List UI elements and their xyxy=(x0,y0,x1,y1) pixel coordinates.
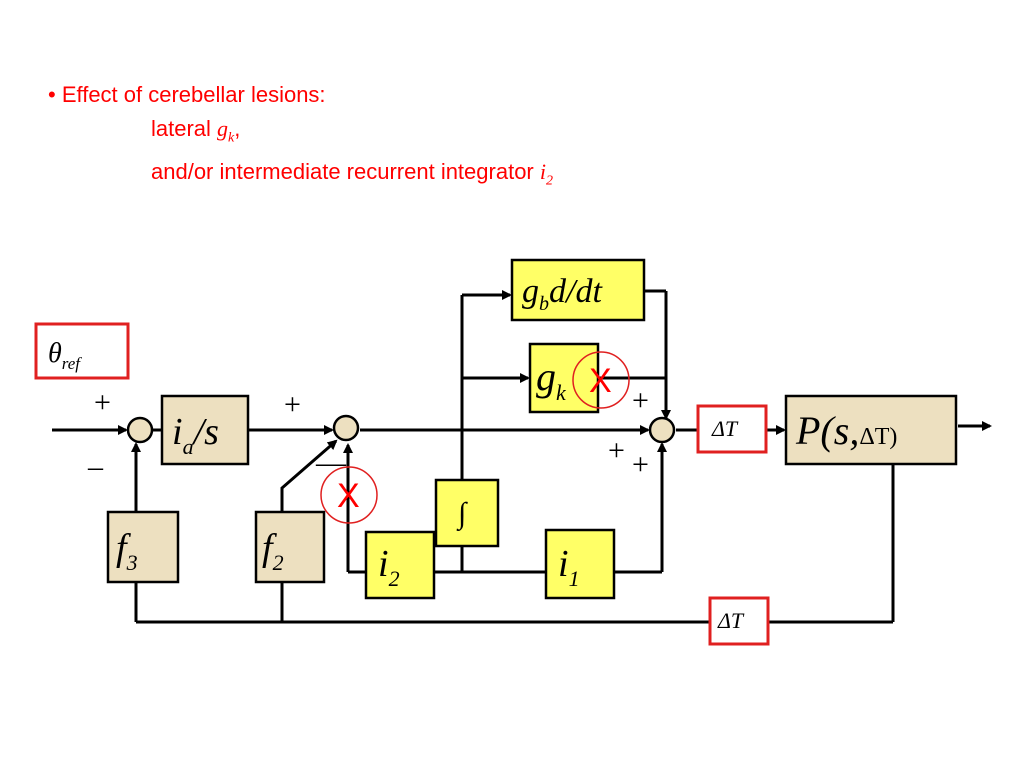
summing-junction-1 xyxy=(126,416,154,444)
sum3-plus-top: + xyxy=(632,384,649,417)
sum1-minus-sign: – xyxy=(87,450,104,483)
gb-ddt-block xyxy=(510,258,646,322)
sum2-plus-sign: + xyxy=(284,388,301,421)
signal-wires xyxy=(52,289,992,624)
delta-t-top-label: ΔT xyxy=(711,416,739,441)
plant-block xyxy=(784,394,958,466)
gk-lesion-x: X xyxy=(589,362,612,400)
plant-label: P(s,ΔT) xyxy=(795,408,897,453)
sum3-plus-low: + xyxy=(632,448,649,481)
i1-label: i1 xyxy=(558,543,580,591)
f3-block xyxy=(106,510,180,584)
delta-t-bottom-label: ΔT xyxy=(717,608,745,633)
i2-symbol: i xyxy=(539,159,546,185)
sum3-plus-mid: + xyxy=(608,434,625,467)
gk-symbol: g xyxy=(217,116,229,141)
bullet-heading: • Effect of cerebellar lesions: xyxy=(48,82,326,107)
summing-junction-2 xyxy=(332,414,360,442)
i2-subscript: 2 xyxy=(546,173,553,189)
gk-label: gk xyxy=(536,354,567,405)
lesion-line-lateral: lateral gk, xyxy=(48,112,553,155)
i1-block xyxy=(544,528,616,600)
delta-t-bottom-box xyxy=(708,596,770,646)
i2-block xyxy=(364,530,436,600)
intermediate-text: and/or intermediate recurrent integrator xyxy=(151,159,540,185)
gk-subscript: k xyxy=(228,130,235,146)
ia-s-label: ia/s xyxy=(172,411,219,459)
lateral-text: lateral xyxy=(151,116,218,141)
theta-ref-box xyxy=(34,322,130,380)
summing-junction-3 xyxy=(648,416,676,444)
delta-t-top-box xyxy=(696,404,768,454)
sum1-plus-sign: + xyxy=(94,386,111,419)
i2-lesion-x: X xyxy=(337,477,360,515)
gk-lesion-circle xyxy=(572,351,630,409)
theta-ref-label: θref xyxy=(48,338,82,373)
slide-title-block: • Effect of cerebellar lesions: lateral … xyxy=(48,78,553,199)
gb-ddt-label: gbd/dt xyxy=(522,273,603,315)
lesion-line-intermediate: and/or intermediate recurrent integrator… xyxy=(48,155,553,198)
i2-lesion-circle xyxy=(320,466,378,524)
ia-s-block xyxy=(160,394,250,466)
integrator-block xyxy=(434,478,500,548)
integral-symbol: ∫ xyxy=(456,497,468,532)
i2-label: i2 xyxy=(378,543,400,591)
lateral-comma: , xyxy=(234,116,241,141)
f2-block xyxy=(254,510,326,584)
